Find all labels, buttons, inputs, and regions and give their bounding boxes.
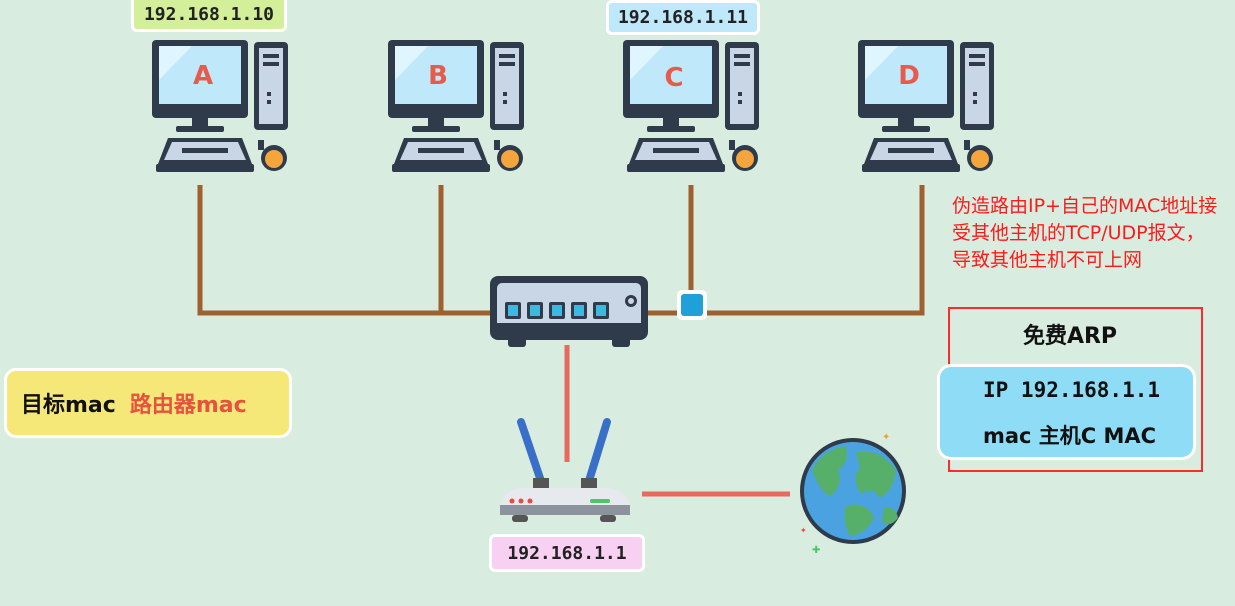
switch-icon[interactable] bbox=[490, 276, 648, 347]
lan-cables bbox=[197, 185, 925, 316]
host-d-icon[interactable] bbox=[858, 40, 994, 172]
internet-globe-icon[interactable]: ✦ ✦ ✚ bbox=[800, 432, 906, 556]
svg-text:✦: ✦ bbox=[800, 526, 807, 535]
target-mac-box: 目标mac 路由器mac bbox=[4, 368, 292, 438]
spoofing-note: 伪造路由IP+自己的MAC地址接受其他主机的TCP/UDP报文，导致其他主机不可… bbox=[952, 195, 1218, 271]
host-c-letter: C bbox=[664, 63, 684, 93]
svg-text:✚: ✚ bbox=[812, 545, 820, 556]
router-icon[interactable] bbox=[500, 418, 630, 522]
target-mac-value: 路由器mac bbox=[129, 393, 247, 418]
host-a-ip-label: 192.168.1.10 bbox=[131, 0, 287, 32]
host-a-icon[interactable] bbox=[152, 40, 288, 172]
host-b-letter: B bbox=[428, 61, 448, 91]
host-c-ip-label: 192.168.1.11 bbox=[606, 0, 760, 35]
host-b-icon[interactable] bbox=[388, 40, 524, 172]
host-d-letter: D bbox=[898, 61, 920, 91]
target-mac-label: 目标mac bbox=[21, 393, 116, 418]
gratuitous-arp-ip-line: IP 192.168.1.1 bbox=[983, 378, 1161, 402]
host-a-letter: A bbox=[192, 61, 214, 91]
gratuitous-arp-title: 免费ARP bbox=[1022, 324, 1118, 349]
svg-text:✦: ✦ bbox=[882, 432, 890, 443]
host-c-icon[interactable] bbox=[623, 40, 759, 172]
gratuitous-arp-card bbox=[937, 364, 1196, 460]
router-ip-label: 192.168.1.1 bbox=[489, 534, 645, 572]
gratuitous-arp-mac-line: mac 主机C MAC bbox=[983, 424, 1157, 448]
packet-icon bbox=[677, 290, 707, 320]
